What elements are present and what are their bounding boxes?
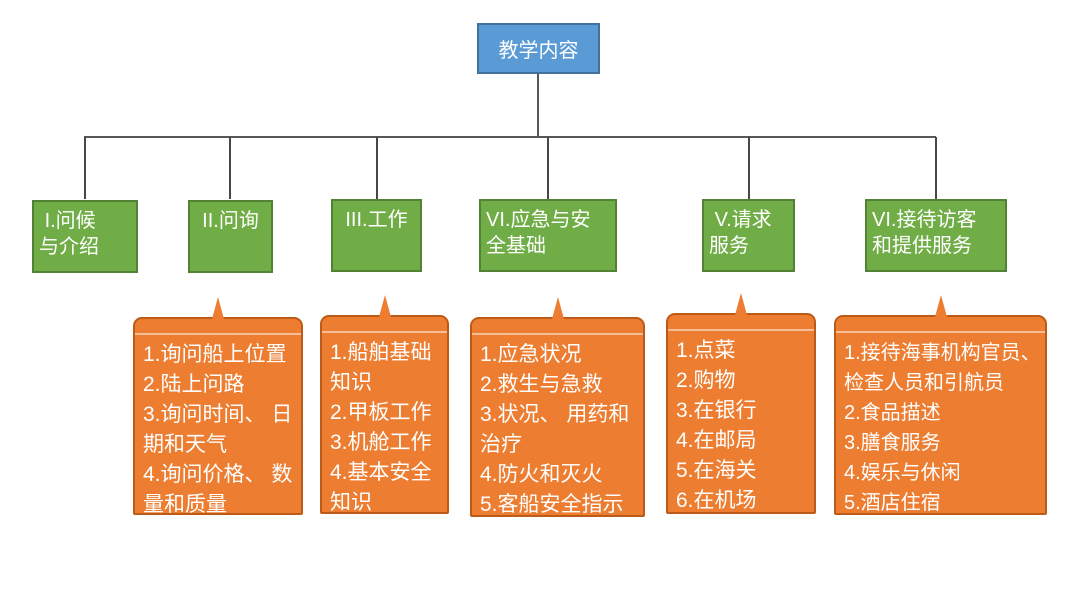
callout-top-line [472,333,643,335]
callout-top-line [135,333,301,335]
callout-item-list: 1.船舶基础 知识 2.甲板工作 3.机舱工作 4.基本安全 知识 [330,341,432,514]
callout-pointer-icon [212,297,224,319]
callout-item-list: 1.应急状况 2.救生与急救 3.状况、 用药和 治疗 4.防火和灭火 5.客船… [480,343,630,516]
callout-item-list: 1.点菜 2.购物 3.在银行 4.在邮局 5.在海关 6.在机场 [676,339,757,512]
connector-root-drop [537,74,539,137]
root-node: 教学内容 [477,23,600,74]
connector-drop-branch-1 [84,137,86,199]
branch-label: II.问询 [202,210,259,232]
branch-node-work: III.工作 [331,199,422,272]
callout-item-list: 1.询问船上位置 2.陆上问路 3.询问时间、 日 期和天气 4.询问价格、 数… [143,343,293,516]
connector-drop-branch-2 [229,137,231,199]
callout-visitors-topics: 1.接待海事机构官员、 检查人员和引航员 2.食品描述 3.膳食服务 4.娱乐与… [834,295,1047,515]
callout-inquiry-topics: 1.询问船上位置 2.陆上问路 3.询问时间、 日 期和天气 4.询问价格、 数… [133,297,303,516]
branch-label: VI.应急与安 全基础 [486,209,591,257]
callout-top-line [322,331,447,333]
callout-pointer-icon [934,295,947,317]
branch-label: I.问候 与介绍 [39,210,99,258]
branch-label: III.工作 [345,209,408,231]
callout-pointer-icon [735,293,747,315]
connector-horizontal-bar [84,136,936,138]
branch-label: VI.接待访客 和提供服务 [872,209,977,257]
branch-node-greetings: I.问候 与介绍 [32,200,138,273]
callout-work-topics: 1.船舶基础 知识 2.甲板工作 3.机舱工作 4.基本安全 知识 [320,295,449,514]
branch-node-emergency-safety: VI.应急与安 全基础 [479,199,617,272]
callout-service-topics: 1.点菜 2.购物 3.在银行 4.在邮局 5.在海关 6.在机场 [666,293,816,514]
connector-drop-branch-5 [748,137,750,199]
callout-top-line [836,331,1045,333]
callout-item-list: 1.接待海事机构官员、 检查人员和引航员 2.食品描述 3.膳食服务 4.娱乐与… [844,342,1041,514]
callout-pointer-icon [551,297,564,319]
callout-emergency-topics: 1.应急状况 2.救生与急救 3.状况、 用药和 治疗 4.防火和灭火 5.客船… [470,297,645,517]
branch-node-request-service: V.请求 服务 [702,199,795,272]
connector-drop-branch-4 [547,137,549,199]
branch-label: V.请求 服务 [709,209,772,257]
connector-drop-branch-6 [935,137,937,199]
root-node-label: 教学内容 [498,40,579,62]
callout-top-line [668,329,814,331]
branch-node-inquiry: II.问询 [188,200,273,273]
branch-node-visitors-service: VI.接待访客 和提供服务 [865,199,1007,272]
callout-pointer-icon [378,295,391,317]
connector-drop-branch-3 [376,137,378,199]
